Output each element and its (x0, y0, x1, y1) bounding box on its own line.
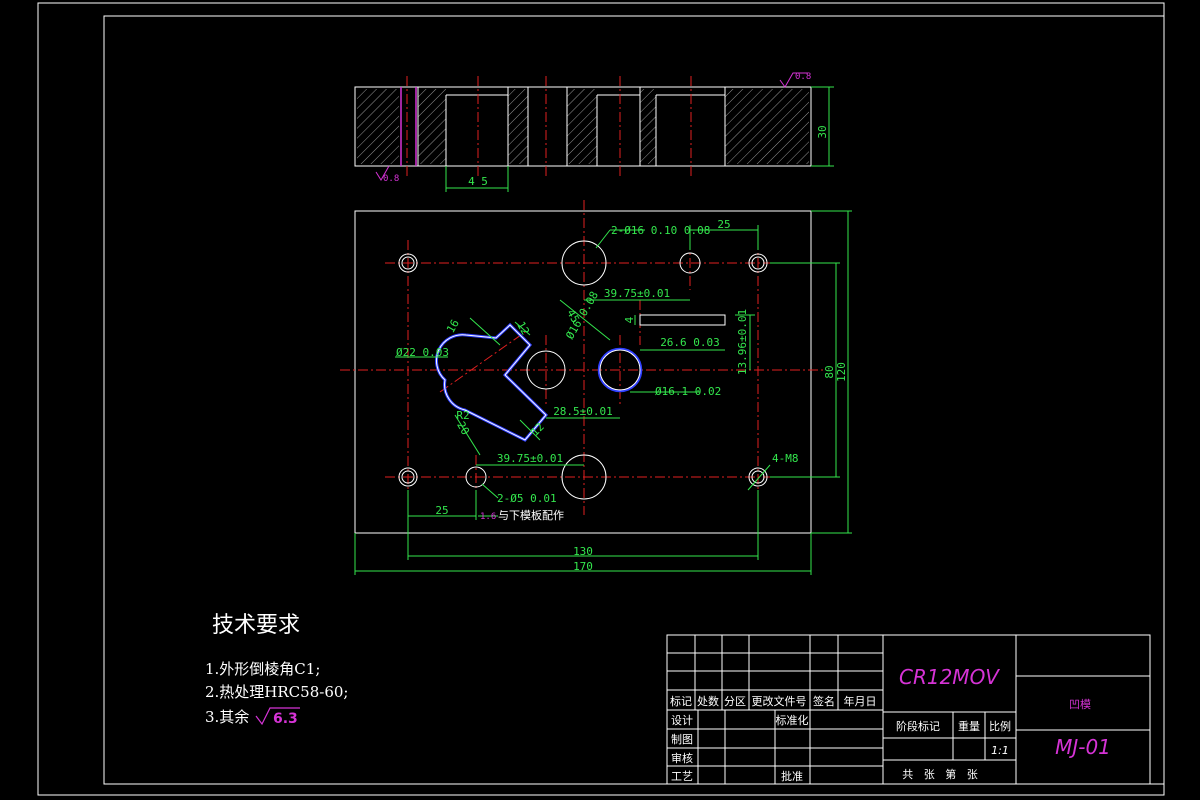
dim-26: 26.6 0.03 (660, 336, 720, 349)
plan-view: 170 130 120 80 25 25 39.75±0.01 39.75±0.… (340, 200, 852, 575)
dim-two-phi16: 2-Ø16 0.10 0.08 (611, 224, 710, 237)
tech-item-2: 2.热处理HRC58-60; (205, 683, 348, 701)
dim-phi22: Ø22 0.03 (396, 346, 449, 359)
dim-45: 45 (564, 307, 582, 325)
tb-ratio: 比例 (989, 719, 1011, 733)
dim-12b: 12 (528, 420, 547, 439)
dim-overall-width: 170 (573, 560, 593, 573)
title-block-header: 标记 处数 分区 更改文件号 签名 年月日 (670, 694, 877, 708)
dim-25-top: 25 (717, 218, 730, 231)
side-slot-dim: 4 5 (468, 175, 488, 188)
title-block: 标记 处数 分区 更改文件号 签名 年月日 设计 标准化 制图 审核 工艺 批准… (666, 634, 1151, 785)
dim-two-phi5: 2-Ø5 0.01 (497, 492, 557, 505)
dim-height-120: 120 (835, 362, 848, 382)
tb-process: 工艺 (671, 770, 693, 783)
tech-roughness-value: 6.3 (273, 711, 298, 727)
tb-header-4: 签名 (813, 694, 835, 708)
tech-title: 技术要求 (212, 613, 300, 638)
tb-review: 审核 (671, 751, 693, 765)
tb-drawing-no: MJ-01 (1055, 735, 1111, 759)
dim-13: 13.96±0.01 (736, 309, 749, 375)
roughness-left: 0.8 (383, 174, 399, 184)
tb-draw: 制图 (671, 733, 693, 746)
dim-25-bottom: 25 (435, 504, 448, 517)
tb-weight: 重量 (958, 719, 980, 733)
dim-12a: 12 (514, 319, 532, 337)
tb-design: 设计 (671, 714, 693, 727)
dim-20: 20 (454, 419, 472, 437)
sheet-frame (37, 2, 1165, 796)
dim-39-top: 39.75±0.01 (604, 287, 670, 300)
tb-scale: 1:1 (991, 744, 1009, 757)
tb-header-2: 分区 (724, 695, 746, 708)
tb-sheets: 共 张 第 张 (902, 767, 977, 781)
dim-hole-span: 130 (573, 545, 593, 558)
dim-r2: R2 (456, 409, 469, 422)
note-with-lower: 与下模板配作 (498, 508, 564, 522)
roughness-top: 0.8 (795, 72, 811, 82)
dim-39-bottom: 39.75±0.01 (497, 452, 563, 465)
tb-header-5: 年月日 (844, 694, 877, 708)
side-view: 30 4 5 0.8 0.8 (354, 72, 834, 192)
tech-item-1: 1.外形倒棱角C1; (205, 660, 320, 678)
tb-part-name: 凹模 (1069, 698, 1091, 711)
dim-height-80: 80 (823, 365, 836, 378)
dim-four-m8: 4-M8 (772, 452, 799, 465)
tb-header-0: 标记 (670, 694, 692, 708)
tb-standardize: 标准化 (776, 713, 809, 727)
tb-approve: 批准 (781, 769, 803, 783)
tb-material: CR12MOV (899, 665, 1000, 689)
tb-stage-mark: 阶段标记 (896, 719, 940, 733)
dim-16: 16 (444, 317, 462, 335)
dim-phi16-1: Ø16.1 0.02 (655, 385, 721, 398)
tech-item-3: 3.其余 (205, 708, 249, 726)
tb-header-1: 处数 (697, 695, 719, 708)
roughness-1-6: 1.6 (480, 512, 496, 522)
tb-header-3: 更改文件号 (752, 694, 807, 708)
dim-4: 4 (623, 316, 636, 323)
tech-requirements: 技术要求 1.外形倒棱角C1; 2.热处理HRC58-60; 3.其余 6.3 (205, 613, 348, 727)
dim-28: 28.5±0.01 (553, 405, 613, 418)
side-height-dim: 30 (816, 125, 829, 138)
